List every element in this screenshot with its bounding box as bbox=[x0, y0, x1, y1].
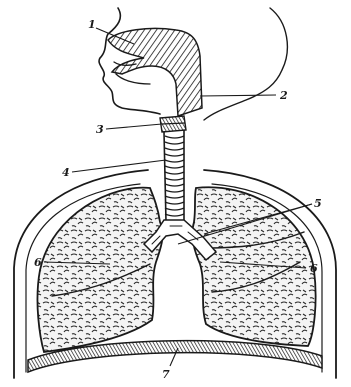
trachea-ring bbox=[165, 148, 184, 150]
trachea-ring bbox=[165, 202, 184, 204]
right-lung bbox=[192, 187, 315, 346]
label-6-right: 6 bbox=[310, 262, 318, 275]
left-lung bbox=[37, 188, 162, 352]
trachea-ring bbox=[165, 154, 184, 156]
label-2: 2 bbox=[279, 89, 288, 102]
trachea-ring bbox=[165, 190, 184, 192]
nasal-cavity-pharynx bbox=[108, 28, 202, 116]
trachea-ring bbox=[165, 208, 184, 210]
trachea-ring bbox=[165, 196, 184, 198]
trachea-ring bbox=[165, 184, 184, 186]
trachea-ring bbox=[165, 160, 184, 162]
trachea-ring bbox=[165, 166, 184, 168]
trachea bbox=[164, 130, 184, 222]
trachea-ring bbox=[165, 178, 184, 180]
label-7: 7 bbox=[162, 368, 170, 381]
label-5: 5 bbox=[314, 197, 322, 210]
trachea-ring bbox=[165, 142, 184, 144]
label-1: 1 bbox=[88, 18, 96, 31]
label-4: 4 bbox=[62, 166, 70, 179]
trachea-ring bbox=[165, 172, 184, 174]
larynx bbox=[160, 116, 186, 132]
trachea-ring bbox=[165, 136, 184, 138]
label-3: 3 bbox=[96, 123, 104, 136]
label-6-left: 6 bbox=[34, 256, 42, 269]
trachea-ring bbox=[165, 214, 184, 216]
